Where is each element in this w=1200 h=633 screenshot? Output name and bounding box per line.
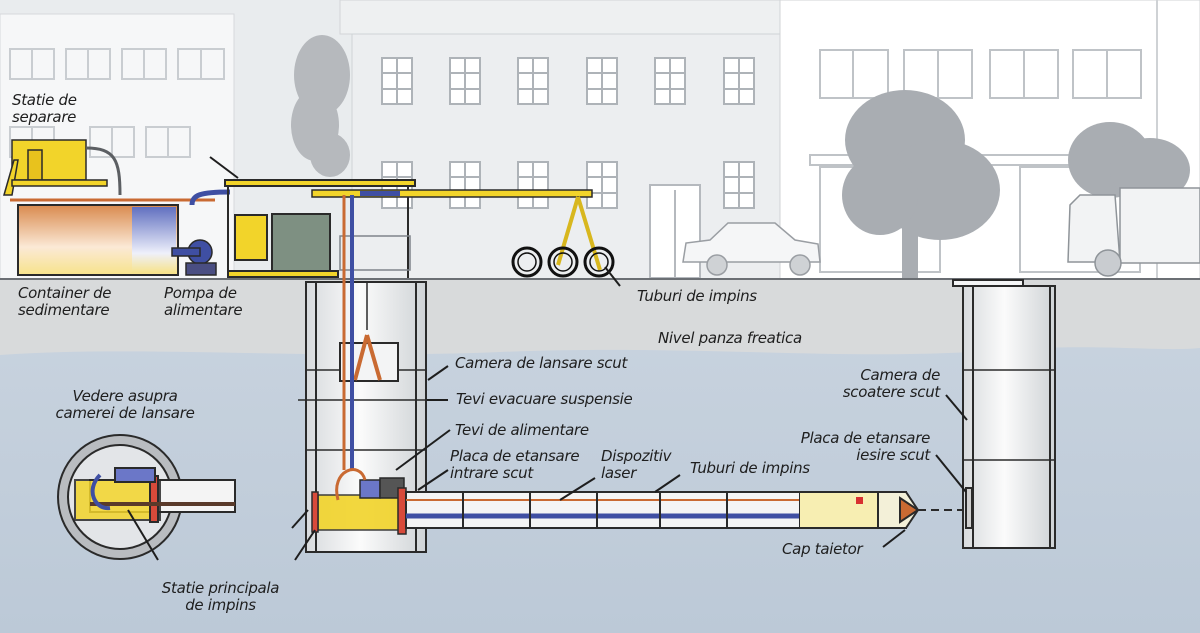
- middle-building: [339, 0, 781, 281]
- cutting-head: [899, 496, 920, 524]
- groundwater: [0, 347, 1200, 633]
- label-jacking-pipes-tunnel: Tuburi de impins: [690, 459, 810, 477]
- label-groundwater-level: Nivel panza freatica: [658, 329, 802, 347]
- label-jacking-pipes-surface: Tuburi de impins: [637, 287, 757, 305]
- label-launch-shaft: Camera de lansare scut: [455, 354, 628, 372]
- label-cutting-head: Cap taietor: [782, 540, 863, 558]
- tree-left: [291, 35, 350, 177]
- launch-shaft-top-view: [57, 434, 236, 560]
- control-container: [224, 179, 416, 278]
- sedimentation-container: [10, 198, 215, 276]
- label-slurry-discharge-pipes: Tevi evacuare suspensie: [456, 390, 633, 408]
- truck: [1067, 187, 1200, 277]
- label-entry-seal-plate: Placa de etansare intrare scut: [450, 447, 580, 482]
- label-sedimentation-container: Container de sedimentare: [18, 284, 112, 319]
- label-feed-pump: Pompa de alimentare: [164, 284, 243, 319]
- reception-shaft: [952, 279, 1056, 549]
- feed-pump: [171, 189, 231, 276]
- car: [682, 222, 821, 276]
- label-reception-shaft: Camera de scoatere scut: [842, 366, 941, 401]
- label-laser-device: Dispozitiv laser: [601, 447, 672, 482]
- label-launch-shaft-top-view: Vedere asupra camerei de lansare: [55, 387, 195, 422]
- label-separation-station: Statie de separare: [12, 91, 77, 126]
- label-main-jacking-station: Statie principala de impins: [161, 579, 280, 614]
- main-jacking-station: [311, 468, 407, 535]
- separation-station: [3, 139, 122, 196]
- label-exit-seal-plate: Placa de etansare iesire scut: [800, 429, 931, 464]
- label-feed-pipes: Tevi de alimentare: [455, 421, 589, 439]
- leader-lines: [127, 156, 968, 561]
- surface-jacking-pipes: [511, 246, 615, 278]
- tree-center: [842, 90, 1000, 278]
- tree-right: [1068, 122, 1190, 202]
- tunnel-jacking-pipes: [405, 491, 990, 529]
